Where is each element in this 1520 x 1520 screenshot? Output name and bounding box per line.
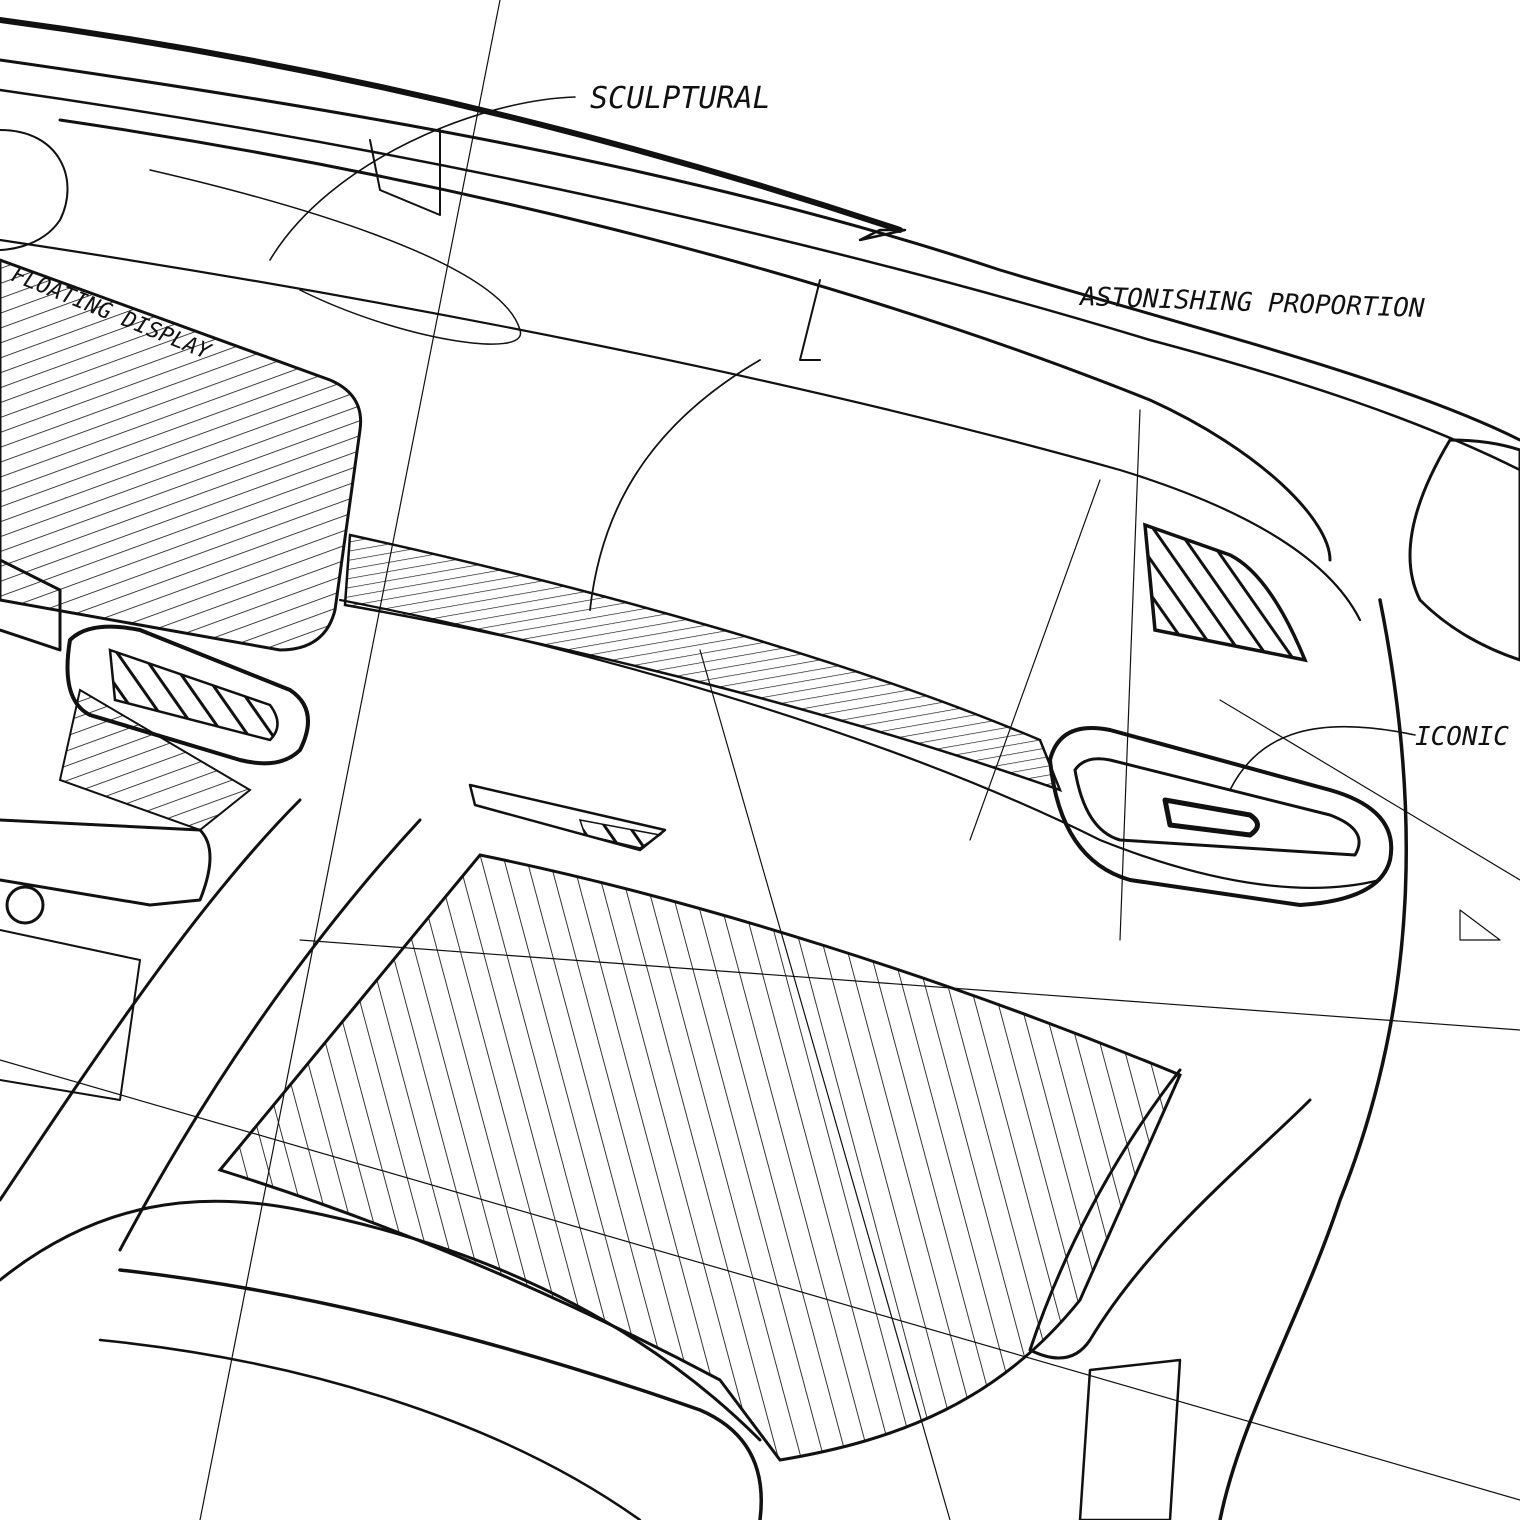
annotation-astonishing-proportion: ASTONISHING PROPORTION [1078, 282, 1426, 324]
dashboard-trim-strip [338, 533, 1382, 889]
annotation-iconic: ICONIC [1415, 722, 1509, 752]
floor-area [217, 853, 1182, 1462]
right-door-panel [1028, 438, 1520, 1520]
annotation-leaders [269, 96, 1416, 791]
right-corner-vent [1142, 522, 1308, 663]
annotation-sculptural: SCULPTURAL [590, 81, 771, 116]
left-air-vent [0, 558, 310, 766]
windshield-edge [0, 17, 1520, 472]
dashboard-top-surface [0, 118, 1362, 622]
floating-display [0, 129, 522, 652]
right-iconic-vent [1048, 726, 1394, 907]
seat-cushion [0, 1199, 763, 1520]
center-slot-vent [468, 783, 667, 852]
center-console [0, 688, 422, 1252]
